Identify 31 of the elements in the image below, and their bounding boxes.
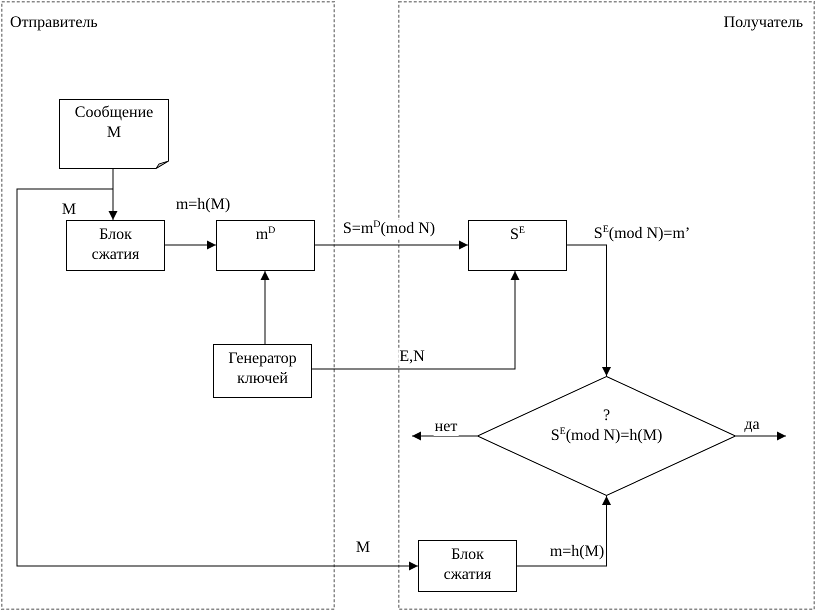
process-box [213,344,312,398]
arrow [566,244,611,376]
process-box [418,540,517,592]
edge-label: S=m$^{D}$(mod N) [342,220,436,238]
panel-heading: Получатель [724,14,803,32]
arrow [260,270,270,344]
decision-diamond [477,376,736,496]
process-box [216,220,315,271]
node-label: Генератор ключей [227,349,298,389]
node-label: Блок сжатия [442,545,492,585]
edge-label: E,N [398,348,426,366]
node-label: Блок сжатия [90,225,140,265]
panel-heading: Отправитель [10,14,98,32]
edge-label: m=h(M) [174,196,232,214]
arrow [412,432,478,440]
arrow [312,270,520,370]
edge-label: m=h(M) [548,543,606,561]
swimlane-panel [1,1,335,610]
process-box [468,220,567,271]
arrow [516,496,611,566]
node-label: ? [602,406,610,426]
node-label: Сообщение M [74,103,154,143]
node-label: S$^{E}$ [510,225,525,245]
process-box [66,220,165,271]
document-shape [59,99,169,169]
node-label: m$^{D}$ [256,225,276,245]
node-label: S$^{E}$(mod N)=h(M) [550,426,662,446]
edge-label: S$^{E}$(mod N)=m’ [592,225,692,243]
arrow [736,432,786,440]
arrow [314,240,468,250]
arrow [164,240,216,250]
